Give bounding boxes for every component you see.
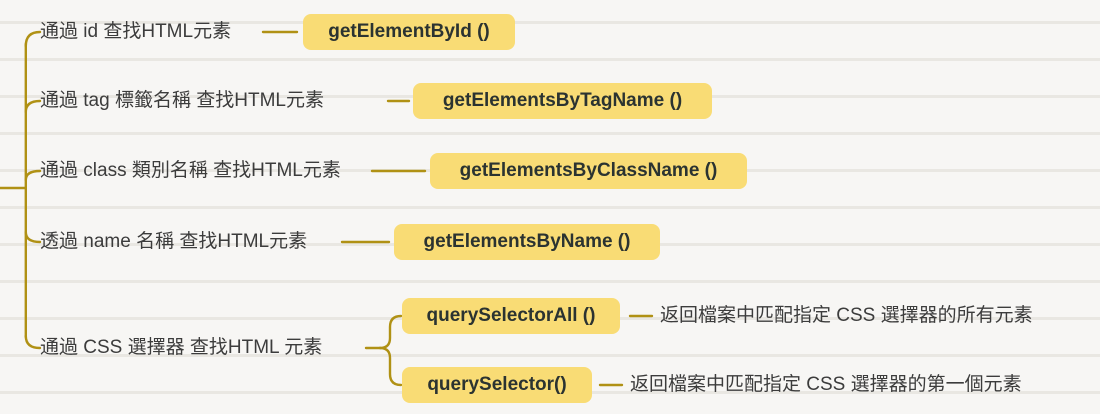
branch-label-class: 通過 class 類別名稱 查找HTML元素	[40, 160, 341, 181]
branch-curve-5	[24, 334, 42, 350]
method-node-getelementsbytagname[interactable]: getElementsByTagName ()	[413, 83, 712, 119]
method-node-queryselectorall[interactable]: querySelectorAll ()	[402, 298, 620, 334]
branch-curve-2	[24, 99, 42, 114]
branch-curve-3	[24, 169, 42, 182]
css-fork-down	[378, 346, 403, 387]
method-node-getelementbyid[interactable]: getElementById ()	[303, 14, 515, 50]
branch-label-css-selector: 通過 CSS 選擇器 查找HTML 元素	[40, 337, 323, 358]
description-queryselector: 返回檔案中匹配指定 CSS 選擇器的第一個元素	[630, 374, 1022, 395]
branch-curve-4	[24, 230, 42, 244]
branch-label-id: 通過 id 查找HTML元素	[40, 21, 232, 42]
branch-curve-1	[24, 30, 42, 48]
description-queryselectorall: 返回檔案中匹配指定 CSS 選擇器的所有元素	[660, 305, 1033, 326]
method-node-getelementsbyclassname[interactable]: getElementsByClassName ()	[430, 153, 747, 189]
method-node-queryselector[interactable]: querySelector()	[402, 367, 592, 403]
css-fork-up	[378, 314, 403, 350]
method-node-getelementsbyname[interactable]: getElementsByName ()	[394, 224, 660, 260]
branch-label-name: 透過 name 名稱 查找HTML元素	[40, 231, 308, 252]
branch-label-tag: 通過 tag 標籤名稱 查找HTML元素	[40, 90, 324, 111]
